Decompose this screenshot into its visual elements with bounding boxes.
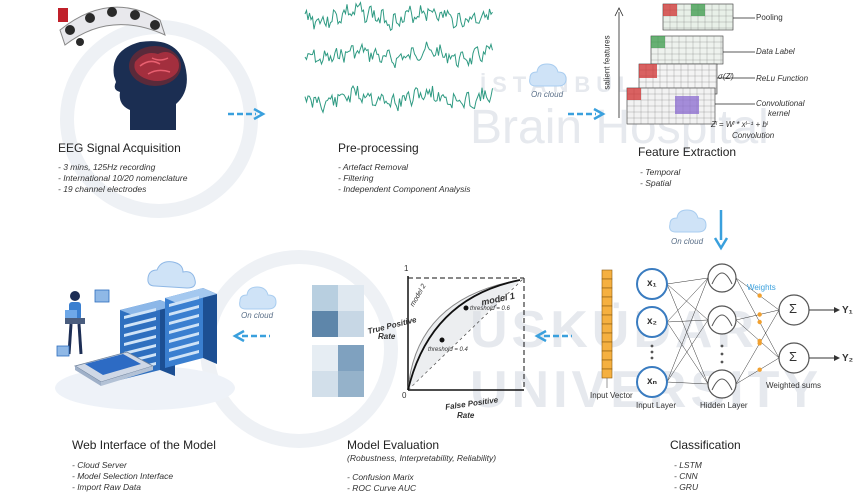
- cloud-label: On cloud: [671, 237, 704, 246]
- cloud-icon: [239, 286, 277, 310]
- pooling-label: Pooling: [756, 13, 783, 22]
- classification-detail-item: - GRU: [674, 482, 699, 492]
- evaluation-detail-item: - ROC Curve AUC: [347, 483, 417, 493]
- web-title: Web Interface of the Model: [72, 438, 216, 452]
- output-y2-label: Y₂: [842, 353, 854, 364]
- preprocessing-detail-item: - Independent Component Analysis: [338, 184, 471, 194]
- confusion-matrix-illustration: [312, 285, 364, 397]
- feature-details: - Temporal - Spatial: [640, 167, 680, 189]
- evaluation-title: Model Evaluation: [347, 438, 440, 452]
- cloud-icon: [669, 209, 707, 233]
- web-detail-item: - Cloud Server: [72, 460, 127, 470]
- sum-node-1-label: Σ: [789, 301, 798, 316]
- evaluation-subtitle: (Robustness, Interpretability, Reliabili…: [347, 453, 497, 463]
- eeg-detail-item: - International 10/20 nomenclature: [58, 173, 188, 183]
- eeg-detail-item: - 19 channel electrodes: [58, 184, 147, 194]
- cloud-icon: [529, 63, 567, 87]
- neuron-xn-label: xₙ: [647, 376, 658, 387]
- classification-title: Classification: [670, 438, 741, 452]
- roc-threshold-1: threshold = 0.6: [470, 306, 510, 312]
- eeg-detail-item: - 3 mins, 125Hz recording: [58, 162, 156, 172]
- sum-node-2-label: Σ: [789, 349, 798, 364]
- eeg-signal-waveforms: [304, 1, 493, 114]
- relu-label: ReLu Function: [756, 74, 809, 83]
- roc-x-label-2: Rate: [457, 411, 475, 420]
- feature-detail-item: - Temporal: [640, 167, 681, 177]
- input-vector-label: Input Vector: [590, 391, 633, 400]
- arrow-left-icon: [534, 329, 572, 343]
- arrow-right-icon: [568, 107, 606, 121]
- classification-detail-item: - CNN: [674, 471, 698, 481]
- preprocessing-title: Pre-processing: [338, 141, 419, 155]
- roc-one-label: 1: [404, 264, 409, 273]
- classification-detail-item: - LSTM: [674, 460, 702, 470]
- web-detail-item: - Model Selection Interface: [72, 471, 174, 481]
- classification-details: - LSTM - CNN - GRU: [674, 460, 702, 493]
- roc-y-label-2: Rate: [378, 332, 396, 341]
- preprocessing-detail-item: - Filtering: [338, 173, 374, 183]
- web-details: - Cloud Server - Model Selection Interfa…: [72, 460, 173, 493]
- arrow-down-icon: [713, 210, 729, 251]
- eeg-title: EEG Signal Acquisition: [58, 141, 181, 155]
- conv-kernel-label-1: Convolutional: [756, 99, 805, 108]
- eeg-details: - 3 mins, 125Hz recording - Internationa…: [58, 162, 187, 195]
- arrow-left-icon: [232, 329, 270, 343]
- conv-formula: Zˡ = Wˡ * xˡ⁻¹ + bˡ: [711, 120, 768, 129]
- roc-origin-label: 0: [402, 391, 407, 400]
- cloud-label: On cloud: [241, 311, 274, 320]
- salient-features-label: salient features: [602, 35, 612, 90]
- feature-detail-item: - Spatial: [640, 178, 672, 188]
- eeg-headset-illustration: [58, 6, 187, 130]
- neuron-x2-label: x₂: [647, 316, 658, 327]
- web-server-illustration: [55, 261, 235, 410]
- neural-network-diagram: [601, 263, 840, 399]
- cloud-label: On cloud: [531, 90, 564, 99]
- data-label-label: Data Label: [756, 47, 795, 56]
- input-layer-label: Input Layer: [636, 401, 677, 410]
- watermark-brand-main: Brain Hospital: [470, 101, 769, 154]
- conv-kernel-label-2: kernel: [768, 109, 790, 118]
- evaluation-detail-item: - Confusion Marix: [347, 472, 414, 482]
- neuron-x1-label: x₁: [647, 278, 657, 289]
- preprocessing-detail-item: - Artefact Removal: [338, 162, 409, 172]
- output-y1-label: Y₁: [842, 305, 853, 316]
- feature-title: Feature Extraction: [638, 145, 737, 159]
- weighted-sums-label: Weighted sums: [766, 381, 821, 390]
- cnn-feature-diagram: [614, 3, 755, 125]
- roc-curve-chart: [407, 276, 525, 391]
- evaluation-details: - Confusion Marix - ROC Curve AUC: [347, 472, 416, 494]
- hidden-layer-label: Hidden Layer: [700, 401, 748, 410]
- weights-label: Weights: [747, 283, 776, 292]
- convolution-label: Convolution: [732, 131, 775, 140]
- web-detail-item: - Import Raw Data: [72, 482, 141, 492]
- arrow-right-icon: [228, 107, 266, 121]
- relu-formula: σ(Zˡ): [718, 72, 734, 81]
- roc-threshold-2: threshold = 0.4: [428, 347, 468, 353]
- preprocessing-details: - Artefact Removal - Filtering - Indepen…: [338, 162, 470, 195]
